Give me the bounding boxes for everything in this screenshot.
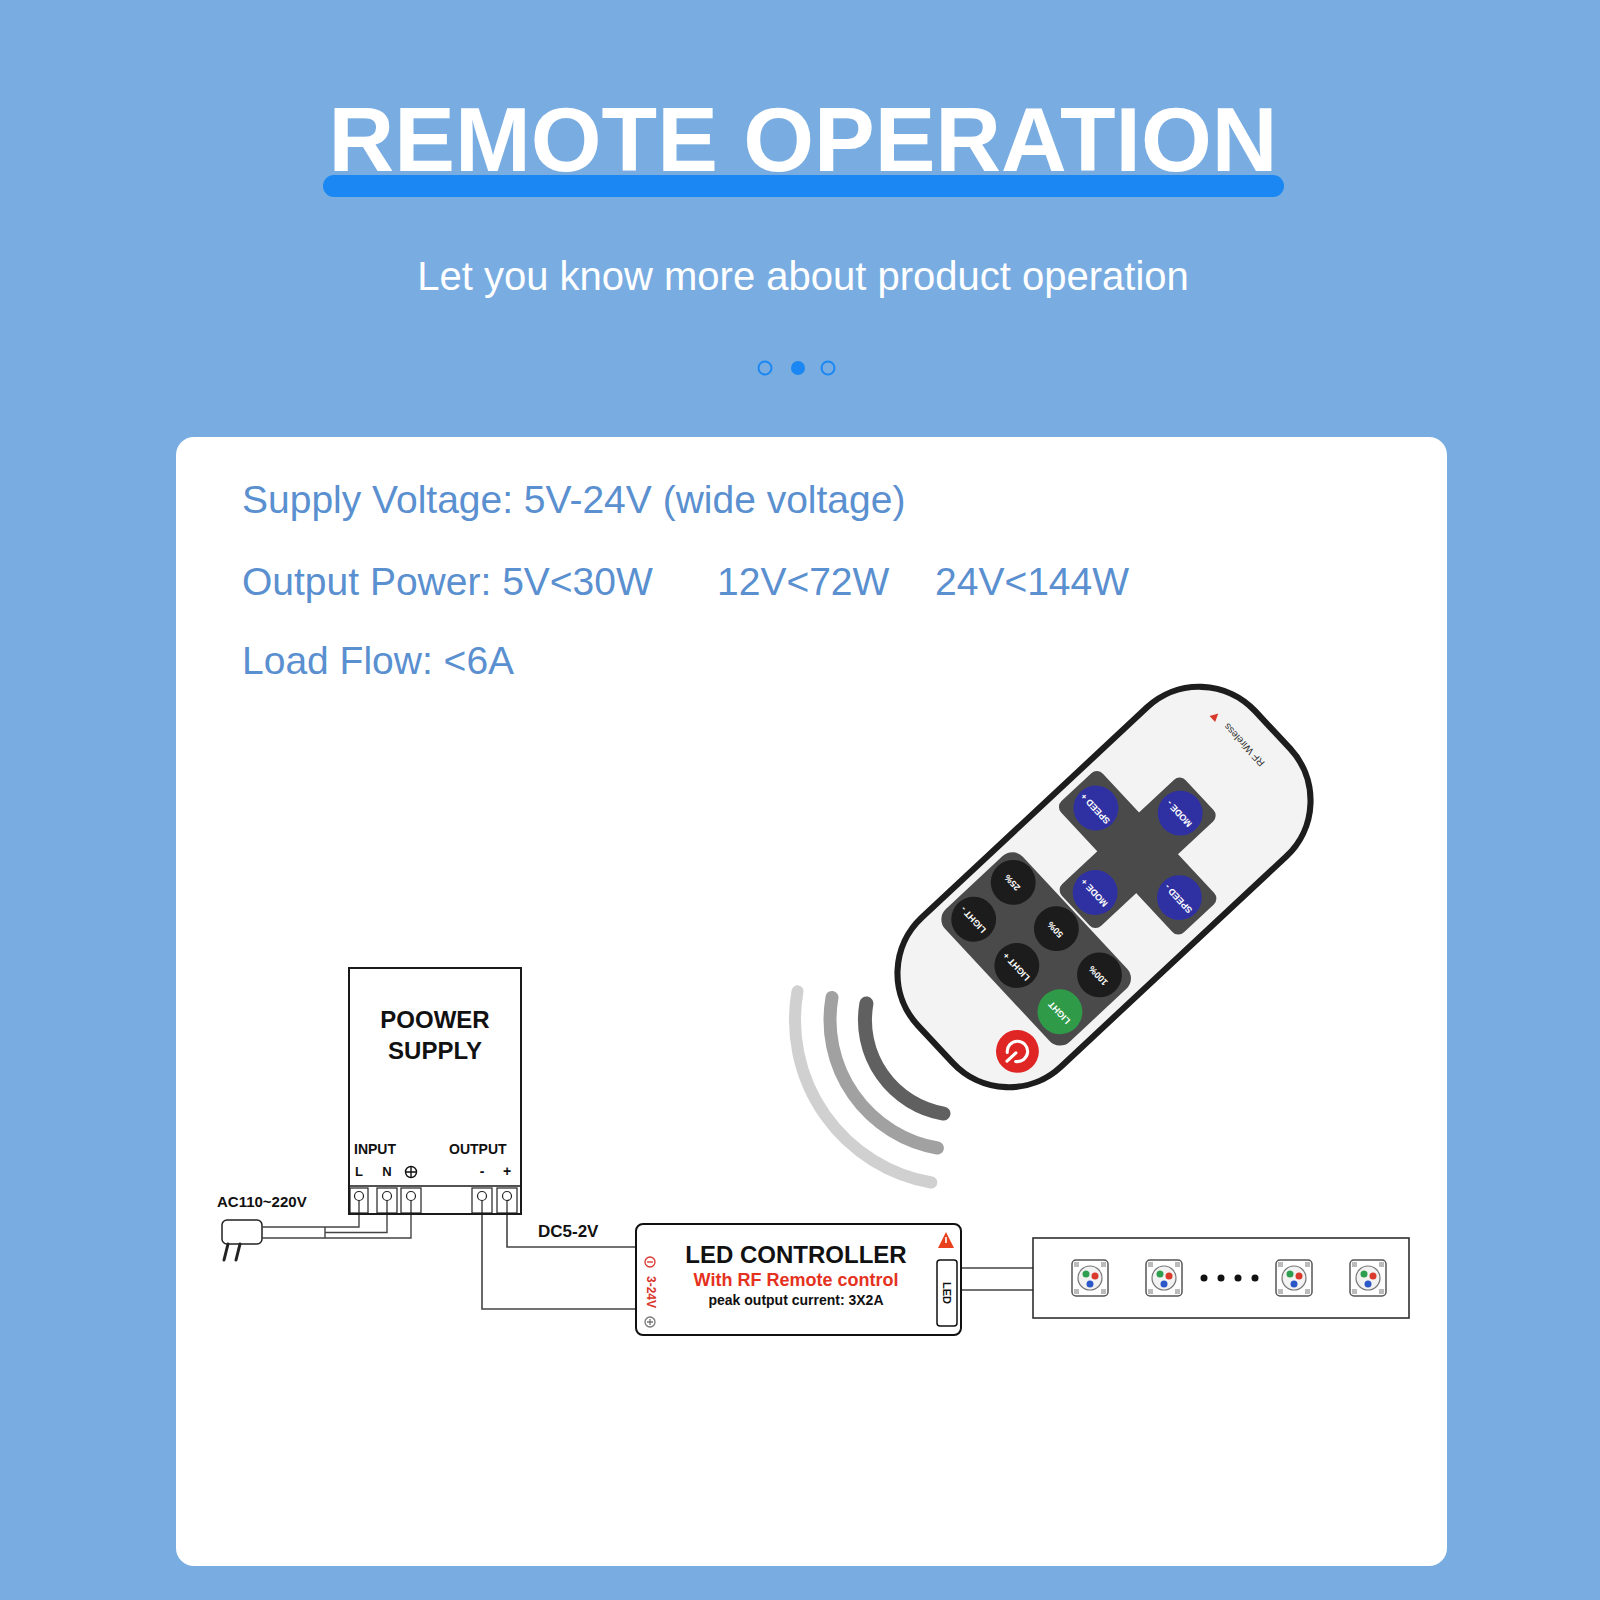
polarity-mark <box>645 1257 655 1267</box>
continuation-dot <box>1218 1275 1225 1282</box>
button-label: 100% <box>1082 957 1117 993</box>
subtitle: Let you know more about product operatio… <box>417 254 1189 298</box>
button-label: LIGHT + <box>1000 948 1035 984</box>
button-label: 25% <box>996 864 1031 900</box>
led-chip <box>1146 1260 1182 1296</box>
remote-button <box>1064 776 1127 839</box>
spec-line: Supply Voltage: 5V-24V (wide voltage) <box>242 479 905 522</box>
button-label: SPEED - <box>1162 880 1197 916</box>
power-button <box>987 1021 1048 1082</box>
warning-triangle <box>938 1232 954 1248</box>
spec-value: 24V<144W <box>935 561 1129 604</box>
led-chip <box>1350 1260 1386 1296</box>
dc-wire <box>482 1215 635 1309</box>
content-panel <box>176 437 1447 1566</box>
mains-plug <box>222 1220 262 1244</box>
terminal-label: + <box>503 1164 511 1179</box>
page-title: REMOTE OPERATION <box>329 94 1278 185</box>
mains-wire <box>325 1215 411 1238</box>
terminal-screw <box>478 1192 487 1201</box>
ground-symbol <box>406 1167 417 1178</box>
box-subtitle: With RF Remote control <box>667 1269 925 1292</box>
page-dot <box>822 362 835 375</box>
port-group-label: INPUT <box>354 1142 396 1157</box>
dpad-panel <box>1056 768 1220 938</box>
terminal-screw <box>503 1192 512 1201</box>
terminal-screw <box>355 1192 364 1201</box>
dc-wire <box>507 1215 635 1247</box>
button-label: LIGHT - <box>956 901 991 937</box>
button-label: 50% <box>1039 911 1074 947</box>
led-chip <box>1072 1260 1108 1296</box>
box-title: POOWER SUPPLY <box>360 1004 510 1066</box>
button-label: MODE + <box>1078 874 1113 910</box>
led-strip <box>1033 1238 1409 1318</box>
remote-button <box>985 934 1048 997</box>
terminal-strip <box>348 1185 522 1187</box>
power-supply-box: POOWER SUPPLY <box>348 967 522 1215</box>
terminal-label: - <box>480 1164 485 1179</box>
button-label: MODE - <box>1163 795 1198 831</box>
input-voltage-label: 3-24V <box>643 1276 656 1308</box>
remote-button <box>942 888 1005 951</box>
continuation-dot <box>1201 1275 1208 1282</box>
page-dot-active <box>791 361 805 375</box>
remote-button <box>1028 980 1091 1043</box>
mains-cord <box>262 1227 325 1238</box>
brand-text: RF Wireless <box>1221 722 1266 769</box>
box-title: LED CONTROLLER <box>667 1241 925 1269</box>
polarity-mark <box>645 1317 655 1327</box>
led-controller-box: LED CONTROLLERWith RF Remote controlpeak… <box>635 1223 962 1336</box>
led-chip <box>1276 1260 1312 1296</box>
box-spec: peak output current: 3X2A <box>667 1291 925 1310</box>
rf-icon <box>1210 710 1222 722</box>
remote-button <box>982 851 1045 914</box>
terminal-label: L <box>355 1165 363 1179</box>
mains-voltage-label: AC110~220V <box>217 1194 307 1211</box>
button-panel <box>935 846 1136 1051</box>
button-label: SPEED + <box>1079 790 1114 826</box>
continuation-dot <box>1252 1275 1259 1282</box>
spec-line: Output Power: 5V<30W <box>242 561 653 604</box>
remote-button <box>1063 861 1126 924</box>
spec-value: 12V<72W <box>717 561 889 604</box>
continuation-dot <box>1235 1275 1242 1282</box>
terminal-screw <box>407 1192 416 1201</box>
output-port <box>937 1260 957 1326</box>
spec-line: Load Flow: <6A <box>242 640 514 683</box>
page-dot <box>759 362 772 375</box>
remote-button <box>1148 781 1211 844</box>
terminal-screw <box>383 1192 392 1201</box>
power-icon <box>1005 1037 1032 1064</box>
strip-wire <box>962 1268 1033 1290</box>
polarity-mark <box>647 1261 653 1262</box>
terminal-label: N <box>382 1165 391 1179</box>
ground-symbol <box>406 1167 417 1178</box>
remote-control <box>866 655 1342 1119</box>
remote-button <box>1068 943 1131 1006</box>
plug-prong <box>224 1244 240 1260</box>
remote-body <box>866 655 1342 1119</box>
button-label: LIGHT <box>1043 994 1078 1030</box>
polarity-mark <box>647 1319 653 1325</box>
port-label: LED <box>941 1282 953 1304</box>
power-icon <box>1007 1053 1016 1061</box>
terminal-lead <box>359 1201 507 1216</box>
warning-triangle <box>945 1237 947 1243</box>
remote-button <box>1148 866 1211 929</box>
wire-voltage-label: DC5-2V <box>536 1223 600 1242</box>
port-group-label: OUTPUT <box>449 1142 507 1157</box>
